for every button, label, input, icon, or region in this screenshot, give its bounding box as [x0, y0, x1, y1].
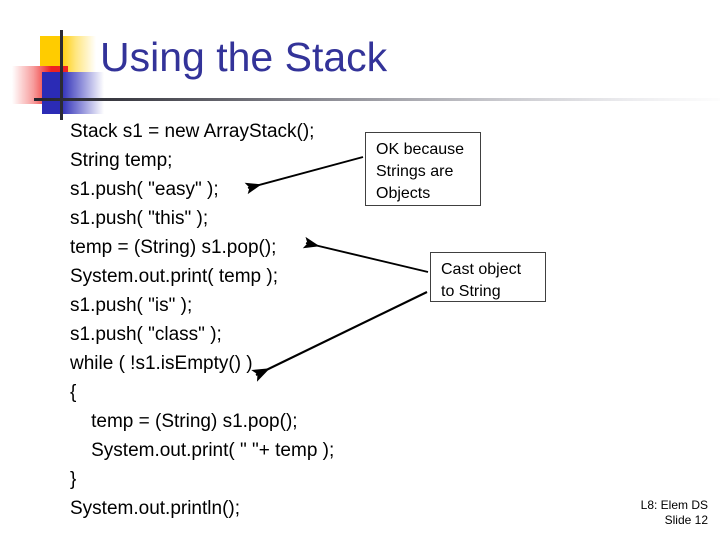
callout-line: Strings are — [376, 163, 454, 180]
code-line: } — [70, 469, 77, 490]
code-line: s1.push( "easy" ); — [70, 179, 219, 200]
callout-ok-because-strings-are-objects: OK because Strings are Objects — [365, 132, 481, 206]
code-line: { — [70, 382, 77, 403]
code-line: while ( !s1.isEmpty() ) — [70, 353, 253, 374]
slide-footer: L8: Elem DS Slide 12 — [641, 498, 708, 528]
callout-cast-object-to-string: Cast object to String — [430, 252, 546, 302]
callout-line: OK because — [376, 141, 465, 158]
code-line: s1.push( "this" ); — [70, 208, 209, 229]
horizontal-rule — [34, 98, 720, 101]
code-line: System.out.println(); — [70, 498, 240, 519]
blue-square-shape — [42, 72, 104, 114]
code-line: s1.push( "is" ); — [70, 295, 193, 316]
code-line: String temp; — [70, 150, 173, 171]
code-line: Stack s1 = new ArrayStack(); — [70, 121, 315, 142]
code-line: temp = (String) s1.pop(); — [70, 237, 277, 258]
vertical-rule — [60, 30, 63, 120]
yellow-square-shape — [40, 36, 96, 78]
page-title: Using the Stack — [100, 34, 388, 80]
footer-slide-number: Slide 12 — [664, 513, 708, 527]
code-block: Stack s1 = new ArrayStack(); String temp… — [70, 117, 400, 523]
code-line: s1.push( "class" ); — [70, 324, 222, 345]
callout-line: to String — [441, 283, 501, 300]
code-line: System.out.print( " "+ temp ); — [70, 440, 335, 461]
code-line: System.out.print( temp ); — [70, 266, 279, 287]
code-line: temp = (String) s1.pop(); — [70, 411, 298, 432]
callout-line: Cast object — [441, 261, 522, 278]
callout-line: Objects — [376, 185, 431, 202]
footer-course-label: L8: Elem DS — [640, 498, 708, 512]
